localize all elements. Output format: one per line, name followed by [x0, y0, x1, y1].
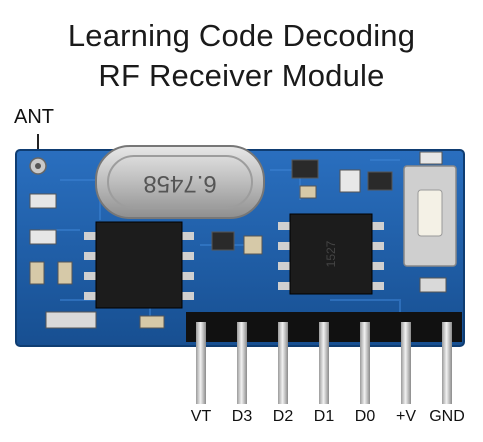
- pin-label-gnd: GND: [429, 408, 465, 425]
- pin-label-d3: D3: [231, 408, 253, 425]
- pin-label-vt: VT: [190, 408, 212, 425]
- pin-d3: [237, 322, 247, 404]
- pin-d0: [360, 322, 370, 404]
- pin-label-plus-v: +V: [395, 408, 416, 425]
- pin-d1: [319, 322, 329, 404]
- learn-push-button: [403, 165, 457, 267]
- pin-plus-v: [401, 322, 411, 404]
- crystal-marking: 6.7458: [143, 170, 216, 197]
- chip2-marking: 1527: [324, 240, 338, 267]
- smd-components: [29, 151, 447, 331]
- pin-gnd: [442, 322, 452, 404]
- pin-d2: [278, 322, 288, 404]
- pin-vt: [196, 322, 206, 404]
- pin-label-d0: D0: [354, 408, 376, 425]
- decoder-chip-right: 1527: [278, 213, 384, 295]
- decoder-chip-left: [84, 221, 194, 309]
- crystal-oscillator: 6.7458: [95, 145, 265, 219]
- header-pins: [196, 322, 452, 404]
- pin-label-d1: D1: [313, 408, 335, 425]
- title-line-2: RF Receiver Module: [98, 58, 385, 93]
- pin-label-d2: D2: [272, 408, 294, 425]
- title-line-1: Learning Code Decoding: [67, 18, 416, 53]
- antenna-label: ANT: [14, 106, 54, 128]
